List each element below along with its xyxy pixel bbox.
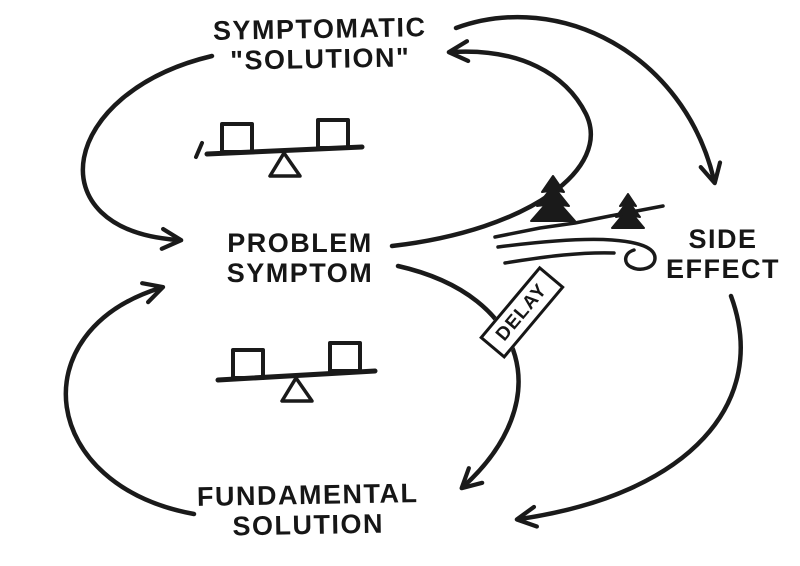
road-upper-edge	[496, 237, 657, 271]
seesaw-fulcrum	[268, 151, 302, 178]
node-symptomatic-solution-line2: "SOLUTION"	[229, 42, 411, 76]
node-side-effect-line1: SIDE	[688, 224, 758, 254]
loop-arrows	[63, 14, 743, 529]
node-fundamental-solution-line1: FUNDAMENTAL	[196, 478, 419, 512]
arrow-side-effect-to-fundamental-solution	[514, 293, 743, 529]
tick-mark	[194, 141, 204, 159]
node-problem-symptom-line2: SYMPTOM	[226, 258, 374, 289]
seesaw-left-weight	[220, 122, 254, 154]
node-problem-symptom-line1: PROBLEM	[227, 228, 373, 258]
node-fundamental-solution-line2: SOLUTION	[232, 508, 385, 542]
seesaw-plank	[204, 144, 365, 157]
node-side-effect: SIDE EFFECT	[666, 224, 780, 284]
seesaw-plank	[215, 368, 378, 383]
seesaw-right-weight	[328, 341, 362, 373]
seesaw-left-weight	[231, 348, 265, 380]
arrow-problem-symptom-to-symptomatic-solution	[389, 39, 593, 249]
seesaw-balance-icon-bottom	[215, 341, 378, 403]
road-lower-edge	[503, 251, 616, 265]
pine-tree-icon-large	[530, 175, 576, 222]
seesaw-fulcrum	[280, 376, 314, 403]
arrow-symptomatic-solution-to-side-effect	[453, 14, 723, 186]
seesaw-right-weight	[316, 118, 350, 150]
pine-tree-icon-small	[611, 193, 645, 229]
node-side-effect-line2: EFFECT	[666, 254, 780, 285]
arrow-symptomatic-solution-to-problem-symptom	[80, 53, 215, 251]
seesaw-balance-icon-top	[194, 118, 365, 178]
arrow-fundamental-solution-to-problem-symptom	[63, 281, 197, 517]
node-fundamental-solution: FUNDAMENTAL SOLUTION	[197, 478, 419, 542]
pine-trees-road-sketch	[493, 175, 665, 271]
node-symptomatic-solution-line1: SYMPTOMATIC	[212, 12, 427, 46]
node-problem-symptom: PROBLEM SYMPTOM	[227, 228, 374, 288]
node-symptomatic-solution: SYMPTOMATIC "SOLUTION"	[213, 12, 428, 76]
arrow-problem-symptom-to-fundamental-solution	[395, 263, 521, 491]
